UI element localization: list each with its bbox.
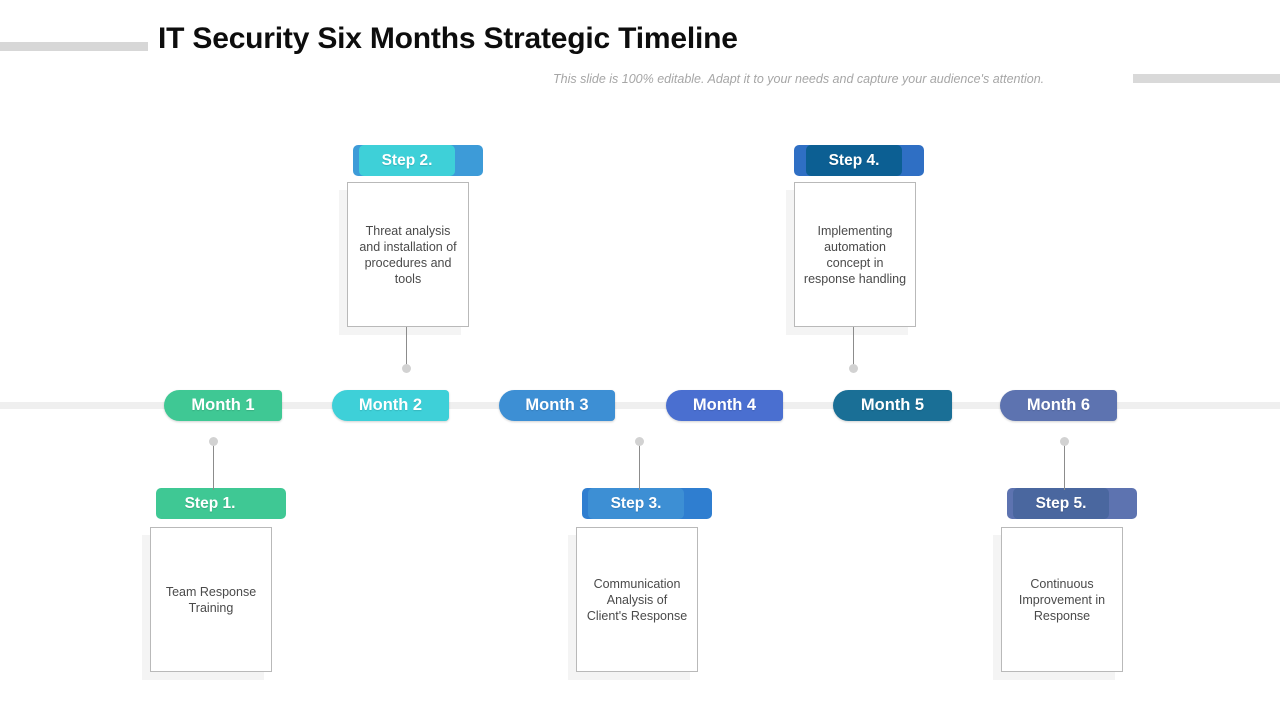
step-card-body: Threat analysis and installation of proc… [347,182,469,327]
page-subtitle: This slide is 100% editable. Adapt it to… [553,72,1045,86]
month-pill-5[interactable]: Month 5 [833,390,952,421]
connector-line [406,327,407,369]
step-badge-1[interactable]: Step 1. [162,488,258,519]
step-card-body: Team Response Training [150,527,272,672]
month-pill-1[interactable]: Month 1 [164,390,282,421]
step-badge-2[interactable]: Step 2. [359,145,455,176]
connector-dot [1060,437,1069,446]
connector-dot [849,364,858,373]
step-card-body: Implementing automation concept in respo… [794,182,916,327]
connector-dot [209,437,218,446]
step-card-body: Communication Analysis of Client's Respo… [576,527,698,672]
step-badge-5[interactable]: Step 5. [1013,488,1109,519]
connector-line [639,444,640,490]
month-pill-3[interactable]: Month 3 [499,390,615,421]
step-badge-3[interactable]: Step 3. [588,488,684,519]
page-title: IT Security Six Months Strategic Timelin… [158,22,738,55]
step-card-text: Implementing automation concept in respo… [803,223,907,286]
step-card-text: Team Response Training [165,584,257,615]
title-accent-bar-left [0,42,148,51]
step-card-text: Continuous Improvement in Response [1018,576,1106,623]
step-badge-4[interactable]: Step 4. [806,145,902,176]
connector-line [213,444,214,490]
connector-dot [635,437,644,446]
month-pill-2[interactable]: Month 2 [332,390,449,421]
step-card-body: Continuous Improvement in Response [1001,527,1123,672]
month-pill-6[interactable]: Month 6 [1000,390,1117,421]
connector-dot [402,364,411,373]
timeline-rail [0,402,1280,409]
step-card-text: Communication Analysis of Client's Respo… [586,576,688,623]
month-pill-4[interactable]: Month 4 [666,390,783,421]
step-card-text: Threat analysis and installation of proc… [359,223,457,286]
connector-line [853,327,854,369]
title-accent-bar-right [1133,74,1280,83]
connector-line [1064,444,1065,490]
